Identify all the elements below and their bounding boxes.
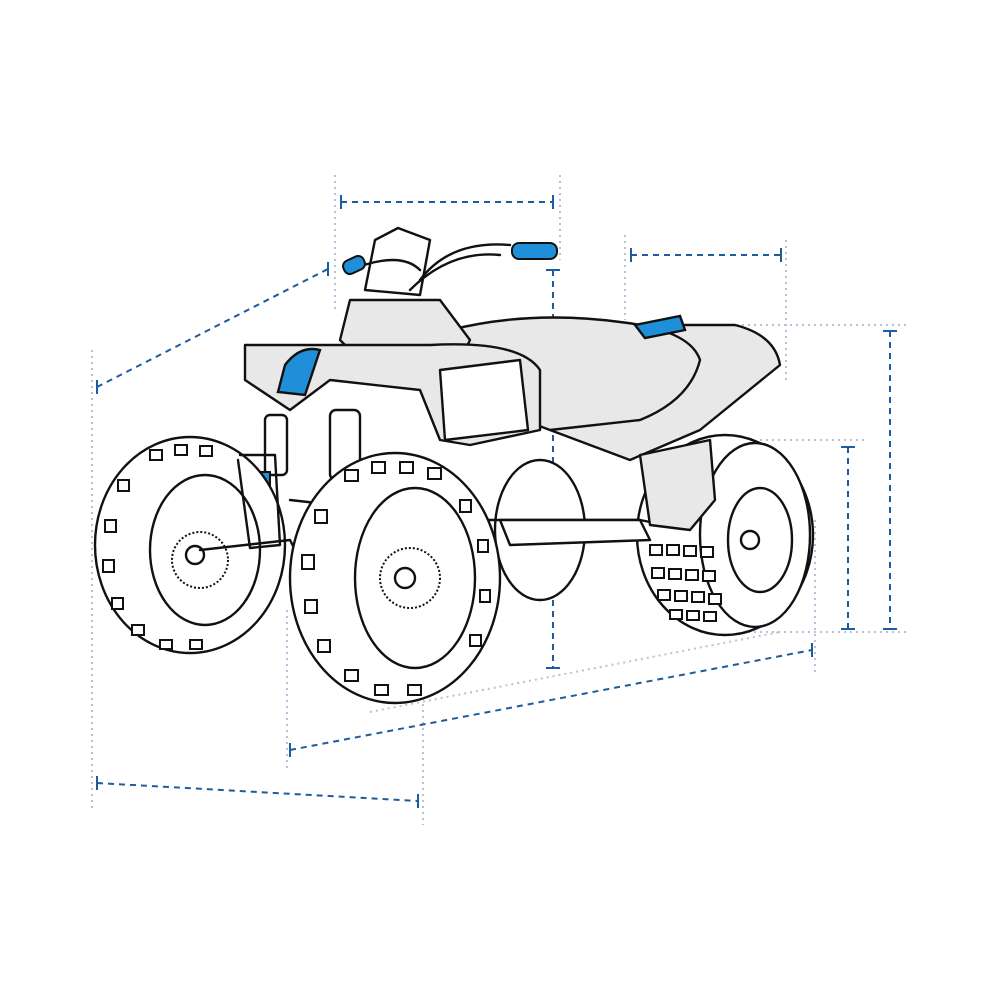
ext-line xyxy=(369,631,781,713)
front-left-wheel xyxy=(93,435,287,655)
extension-lines xyxy=(91,175,908,825)
rear-wheel xyxy=(635,433,815,637)
front-right-wheel xyxy=(288,451,502,705)
left-grip xyxy=(342,254,366,276)
overall-length-line xyxy=(289,649,813,751)
atv-body xyxy=(243,298,782,547)
grab-bar xyxy=(632,314,687,340)
headlight-cowl xyxy=(363,226,432,297)
right-grip xyxy=(511,242,558,260)
side-panel xyxy=(438,358,530,442)
front-number-plate xyxy=(276,347,322,397)
rear-fender-guard xyxy=(638,438,717,532)
handlebar xyxy=(342,226,558,297)
front-bumper xyxy=(236,453,282,550)
front-width-line xyxy=(96,782,419,802)
dimension-ticks xyxy=(96,195,897,808)
swing-arm xyxy=(498,518,652,547)
